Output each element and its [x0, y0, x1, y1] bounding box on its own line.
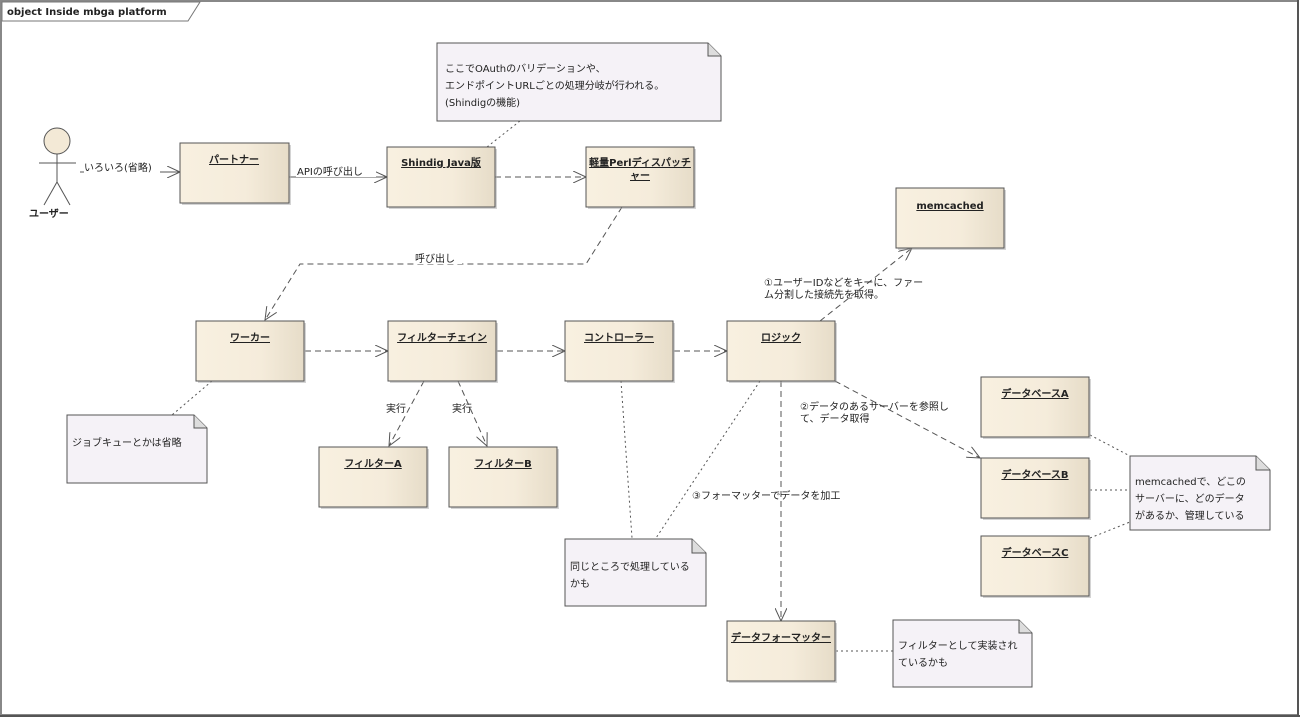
- edge-logic-dbb[interactable]: [834, 380, 980, 458]
- frame-title-tab: [1, 1, 201, 22]
- note-line: エンドポイントURLごとの処理分岐が行われる。: [445, 79, 664, 92]
- label-logic-memcached-2: ム分割した接続先を取得。: [764, 288, 884, 301]
- edge-filterchain-filtera[interactable]: [389, 380, 425, 446]
- object-title: パートナー: [209, 154, 259, 166]
- object-database-b[interactable]: データベースB: [980, 457, 1091, 520]
- object-title: memcached: [916, 201, 983, 212]
- note-oauth[interactable]: ここでOAuthのバリデーションや、 エンドポイントURLごとの処理分岐が行われ…: [436, 42, 722, 122]
- label-logic-db-2: て、データ取得: [800, 412, 870, 425]
- label-logic-formatter: ③フォーマッターでデータを加工: [692, 489, 840, 502]
- note-anchor-oauth: [486, 120, 521, 148]
- object-partner[interactable]: パートナー: [179, 142, 291, 205]
- object-filter-chain[interactable]: フィルターチェイン: [387, 320, 498, 383]
- object-filter-b[interactable]: フィルターB: [448, 446, 559, 509]
- object-title: フィルターチェイン: [397, 332, 487, 344]
- edge-labels: いろいろ(省略) APIの呼び出し 呼び出し 実行 実行 ①ユーザーIDなどをキ…: [84, 160, 949, 502]
- frame-title: object Inside mbga platform: [7, 7, 167, 18]
- object-logic[interactable]: ロジック: [726, 320, 837, 383]
- object-title: データベースB: [1001, 468, 1068, 481]
- object-database-c[interactable]: データベースC: [980, 535, 1091, 598]
- label-user-partner: いろいろ(省略): [84, 161, 152, 174]
- note-line: memcachedで、どこの: [1135, 476, 1246, 488]
- actor-user[interactable]: ユーザー: [29, 127, 76, 220]
- note-line: かも: [570, 578, 590, 590]
- object-title-line1: 軽量Perlディスパッチ: [589, 156, 691, 169]
- note-line: (Shindigの機能): [445, 96, 520, 109]
- object-title: データフォーマッター: [731, 631, 831, 644]
- object-title: データベースA: [1001, 387, 1068, 400]
- label-logic-memcached-1: ①ユーザーIDなどをキーに、ファー: [764, 277, 923, 289]
- note-filter-impl[interactable]: フィルターとして実装され ているかも: [892, 619, 1033, 688]
- note-line: ているかも: [898, 657, 948, 669]
- label-logic-db-1: ②データのあるサーバーを参照し: [800, 400, 949, 413]
- note-line: フィルターとして実装され: [898, 639, 1018, 652]
- object-title: ワーカー: [230, 332, 270, 344]
- actor-head: [43, 127, 71, 155]
- object-title: ロジック: [761, 332, 801, 344]
- object-filter-a[interactable]: フィルターA: [318, 446, 429, 509]
- object-memcached[interactable]: memcached: [895, 187, 1006, 250]
- label-exec-a: 実行: [386, 402, 406, 415]
- note-same-place[interactable]: 同じところで処理している かも: [564, 538, 707, 607]
- note-anchor-jobqueue: [171, 380, 213, 416]
- note-jobqueue[interactable]: ジョブキューとかは省略: [66, 414, 208, 484]
- object-controller[interactable]: コントローラー: [564, 320, 675, 383]
- object-formatter[interactable]: データフォーマッター: [726, 620, 837, 683]
- object-title-line2: ャー: [630, 171, 650, 182]
- label-exec-b: 実行: [452, 402, 472, 415]
- note-anchor-dbc: [1089, 521, 1131, 539]
- note-anchor-controller: [620, 380, 633, 539]
- note-line: があるか、管理している: [1135, 509, 1245, 522]
- object-shindig[interactable]: Shindig Java版: [386, 146, 497, 209]
- note-line: 同じところで処理している: [570, 560, 690, 573]
- object-dispatcher[interactable]: 軽量Perlディスパッチ ャー: [585, 146, 696, 209]
- label-dispatcher-worker: 呼び出し: [415, 252, 455, 265]
- note-line: ここでOAuthのバリデーションや、: [445, 62, 606, 75]
- note-line: ジョブキューとかは省略: [72, 436, 182, 449]
- edge-filterchain-filterb[interactable]: [457, 380, 487, 446]
- object-title: コントローラー: [584, 332, 654, 344]
- object-title: データベースC: [1002, 546, 1069, 559]
- object-title: フィルターB: [474, 458, 531, 470]
- note-memcached-mgmt[interactable]: memcachedで、どこの サーバーに、どのデータ があるか、管理している: [1129, 455, 1271, 531]
- object-worker[interactable]: ワーカー: [195, 320, 306, 383]
- object-database-a[interactable]: データベースA: [980, 376, 1091, 439]
- note-line: サーバーに、どのデータ: [1135, 492, 1245, 505]
- object-title: Shindig Java版: [401, 156, 481, 169]
- object-title: フィルターA: [344, 458, 402, 470]
- label-partner-shindig: APIの呼び出し: [297, 165, 363, 178]
- note-anchor-logic: [655, 380, 761, 539]
- actor-label: ユーザー: [29, 208, 69, 220]
